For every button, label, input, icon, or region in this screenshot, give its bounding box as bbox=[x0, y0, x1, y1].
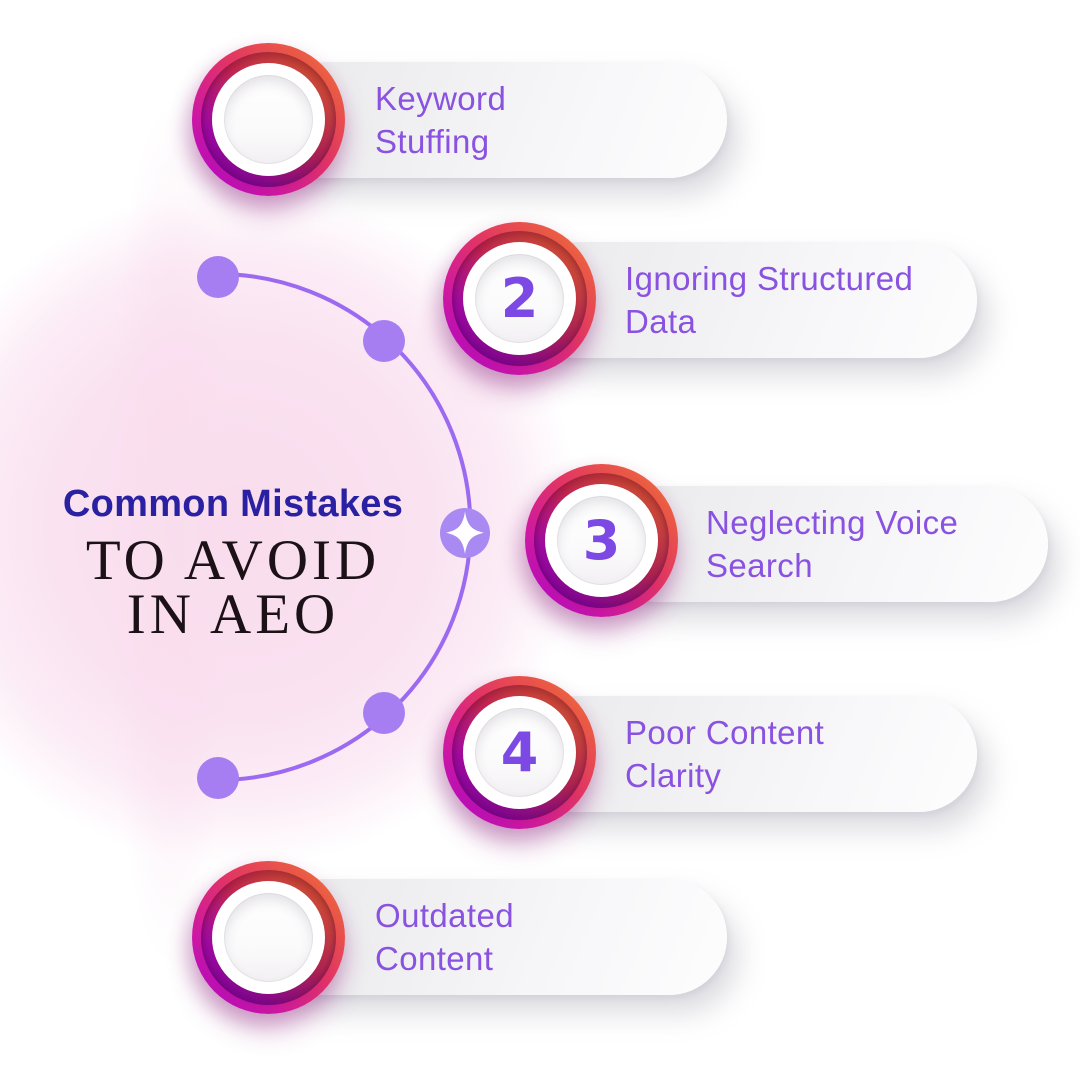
timeline-dot bbox=[363, 320, 405, 362]
step-badge-core bbox=[224, 75, 313, 164]
step-label: Poor Content Clarity bbox=[625, 714, 825, 794]
step-label: Outdated Content bbox=[375, 897, 514, 977]
timeline-dot bbox=[197, 256, 239, 298]
sparkle-icon bbox=[440, 508, 490, 558]
timeline-dot bbox=[363, 692, 405, 734]
step-badge: 2 bbox=[443, 222, 596, 375]
step-number: 4 bbox=[500, 721, 539, 784]
title-main-line2: IN AEO bbox=[126, 583, 340, 646]
timeline-dot bbox=[197, 757, 239, 799]
step-label: Ignoring Structured Data bbox=[625, 260, 914, 340]
step-number: 2 bbox=[500, 267, 539, 330]
step-badge bbox=[192, 43, 345, 196]
title-block: Common Mistakes TO AVOID IN AEO bbox=[58, 483, 408, 646]
title-kicker: Common Mistakes bbox=[62, 483, 404, 525]
step-label: Neglecting Voice Search bbox=[706, 504, 959, 584]
step-badge-core bbox=[224, 893, 313, 982]
step-badge: 4 bbox=[443, 676, 596, 829]
step-number: 3 bbox=[582, 509, 621, 572]
step-badge-core: 4 bbox=[475, 708, 564, 797]
step-badge bbox=[192, 861, 345, 1014]
step-label: Keyword Stuffing bbox=[375, 80, 507, 160]
step-badge-core: 3 bbox=[557, 496, 646, 585]
step-badge: 3 bbox=[525, 464, 678, 617]
step-badge-core: 2 bbox=[475, 254, 564, 343]
title-main-line1: TO AVOID bbox=[85, 529, 381, 592]
pink-band-background bbox=[100, 100, 240, 970]
